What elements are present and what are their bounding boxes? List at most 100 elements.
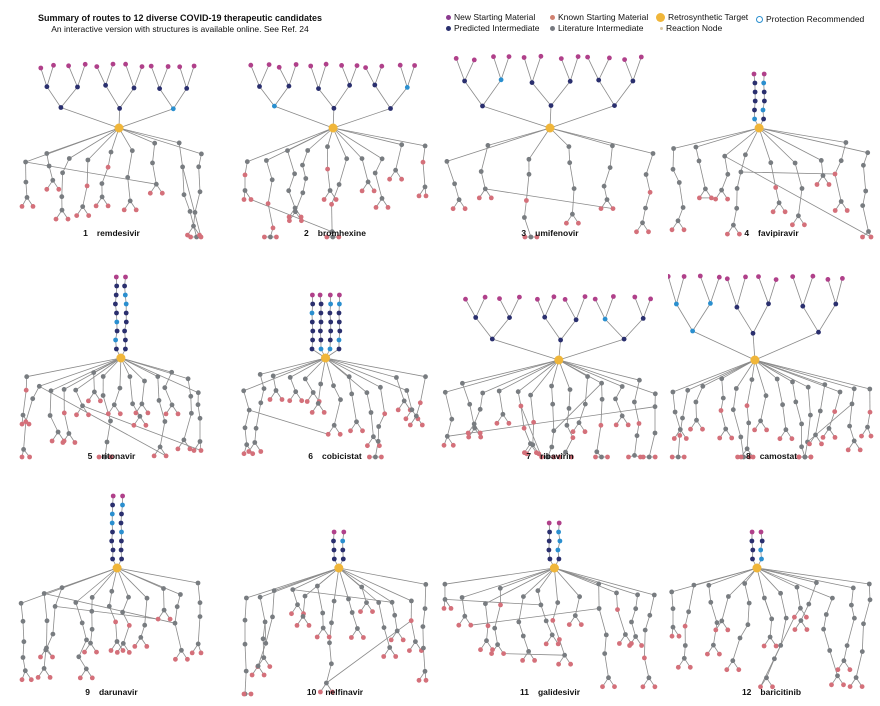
- known-starting-material-node[interactable]: [582, 429, 588, 435]
- literature-intermediate-node[interactable]: [88, 640, 93, 646]
- known-starting-material-node[interactable]: [725, 627, 731, 633]
- known-starting-material-node[interactable]: [248, 197, 254, 202]
- predicted-intermediate-node[interactable]: [800, 303, 806, 309]
- known-starting-material-node[interactable]: [832, 409, 838, 414]
- literature-intermediate-node[interactable]: [635, 592, 640, 598]
- new-starting-material-node[interactable]: [585, 54, 590, 60]
- literature-intermediate-node[interactable]: [243, 668, 249, 674]
- literature-intermediate-node[interactable]: [577, 594, 582, 600]
- known-starting-material-node[interactable]: [50, 654, 55, 660]
- known-starting-material-node[interactable]: [770, 209, 776, 215]
- literature-intermediate-node[interactable]: [633, 606, 639, 612]
- literature-intermediate-node[interactable]: [462, 613, 468, 619]
- literature-intermediate-node[interactable]: [102, 454, 108, 460]
- predicted-intermediate-node[interactable]: [596, 77, 602, 83]
- literature-intermediate-node[interactable]: [176, 140, 182, 146]
- known-starting-material-node[interactable]: [845, 447, 851, 453]
- literature-intermediate-node[interactable]: [329, 661, 334, 667]
- literature-intermediate-node[interactable]: [799, 421, 804, 427]
- literature-intermediate-node[interactable]: [375, 438, 381, 444]
- new-starting-material-node[interactable]: [810, 273, 816, 279]
- predicted-intermediate-node[interactable]: [573, 317, 579, 323]
- literature-intermediate-node[interactable]: [851, 438, 857, 444]
- predicted-intermediate-node[interactable]: [640, 316, 646, 321]
- route-panel[interactable]: [18, 490, 205, 700]
- predicted-intermediate-node[interactable]: [766, 301, 771, 307]
- known-starting-material-node[interactable]: [713, 196, 718, 202]
- literature-intermediate-node[interactable]: [292, 205, 298, 211]
- route-graph[interactable]: [18, 48, 205, 243]
- new-starting-material-node[interactable]: [113, 274, 119, 280]
- known-starting-material-node[interactable]: [175, 411, 181, 417]
- literature-intermediate-node[interactable]: [742, 581, 748, 586]
- known-starting-material-node[interactable]: [868, 433, 874, 439]
- literature-intermediate-node[interactable]: [185, 376, 191, 382]
- literature-intermediate-node[interactable]: [73, 600, 79, 605]
- known-starting-material-node[interactable]: [647, 189, 653, 195]
- literature-intermediate-node[interactable]: [652, 391, 658, 397]
- literature-intermediate-node[interactable]: [670, 389, 676, 395]
- literature-intermediate-node[interactable]: [36, 383, 42, 389]
- known-starting-material-node[interactable]: [713, 627, 719, 633]
- literature-intermediate-node[interactable]: [179, 647, 184, 653]
- known-starting-material-node[interactable]: [44, 186, 50, 192]
- retrosynthetic-target-node[interactable]: [328, 123, 338, 133]
- known-starting-material-node[interactable]: [60, 440, 66, 445]
- literature-intermediate-node[interactable]: [492, 625, 498, 631]
- literature-intermediate-node[interactable]: [799, 444, 804, 450]
- protection-node[interactable]: [708, 301, 713, 306]
- literature-intermediate-node[interactable]: [197, 439, 203, 444]
- known-starting-material-node[interactable]: [634, 229, 639, 235]
- known-starting-material-node[interactable]: [56, 186, 62, 192]
- literature-intermediate-node[interactable]: [543, 618, 549, 624]
- new-starting-material-node[interactable]: [331, 529, 337, 535]
- literature-intermediate-node[interactable]: [346, 596, 351, 602]
- literature-intermediate-node[interactable]: [571, 186, 577, 192]
- protection-node[interactable]: [109, 520, 115, 526]
- predicted-intermediate-node[interactable]: [546, 547, 552, 553]
- predicted-intermediate-node[interactable]: [750, 556, 755, 562]
- predicted-intermediate-node[interactable]: [331, 538, 336, 544]
- literature-intermediate-node[interactable]: [329, 620, 334, 626]
- known-starting-material-node[interactable]: [847, 667, 853, 673]
- literature-intermediate-node[interactable]: [138, 635, 144, 640]
- new-starting-material-node[interactable]: [38, 65, 44, 71]
- predicted-intermediate-node[interactable]: [761, 89, 767, 95]
- literature-intermediate-node[interactable]: [820, 173, 826, 178]
- new-starting-material-node[interactable]: [266, 62, 272, 67]
- known-starting-material-node[interactable]: [299, 398, 305, 404]
- literature-intermediate-node[interactable]: [393, 167, 398, 173]
- literature-intermediate-node[interactable]: [162, 419, 168, 424]
- route-panel[interactable]: [18, 48, 205, 243]
- literature-intermediate-node[interactable]: [257, 372, 263, 377]
- new-starting-material-node[interactable]: [276, 64, 282, 70]
- known-starting-material-node[interactable]: [198, 650, 204, 656]
- predicted-intermediate-node[interactable]: [118, 520, 124, 526]
- known-starting-material-node[interactable]: [82, 649, 87, 655]
- literature-intermediate-node[interactable]: [526, 649, 531, 654]
- known-starting-material-node[interactable]: [681, 454, 687, 460]
- literature-intermediate-node[interactable]: [610, 143, 615, 149]
- new-starting-material-node[interactable]: [724, 276, 730, 282]
- literature-intermediate-node[interactable]: [18, 600, 24, 606]
- literature-intermediate-node[interactable]: [798, 605, 803, 611]
- known-starting-material-node[interactable]: [736, 667, 742, 673]
- new-starting-material-node[interactable]: [110, 61, 116, 67]
- literature-intermediate-node[interactable]: [172, 620, 178, 626]
- predicted-intermediate-node[interactable]: [123, 337, 128, 343]
- literature-intermediate-node[interactable]: [478, 169, 484, 174]
- predicted-intermediate-node[interactable]: [328, 328, 334, 334]
- literature-intermediate-node[interactable]: [381, 625, 387, 630]
- predicted-intermediate-node[interactable]: [347, 82, 352, 88]
- known-starting-material-node[interactable]: [133, 207, 139, 213]
- known-starting-material-node[interactable]: [518, 403, 524, 409]
- known-starting-material-node[interactable]: [147, 190, 153, 196]
- protection-node[interactable]: [336, 337, 342, 343]
- literature-intermediate-node[interactable]: [423, 374, 428, 380]
- new-starting-material-node[interactable]: [697, 273, 703, 279]
- literature-intermediate-node[interactable]: [799, 186, 805, 191]
- known-starting-material-node[interactable]: [531, 419, 536, 425]
- literature-intermediate-node[interactable]: [730, 658, 736, 664]
- literature-intermediate-node[interactable]: [330, 234, 336, 240]
- known-starting-material-node[interactable]: [360, 428, 365, 434]
